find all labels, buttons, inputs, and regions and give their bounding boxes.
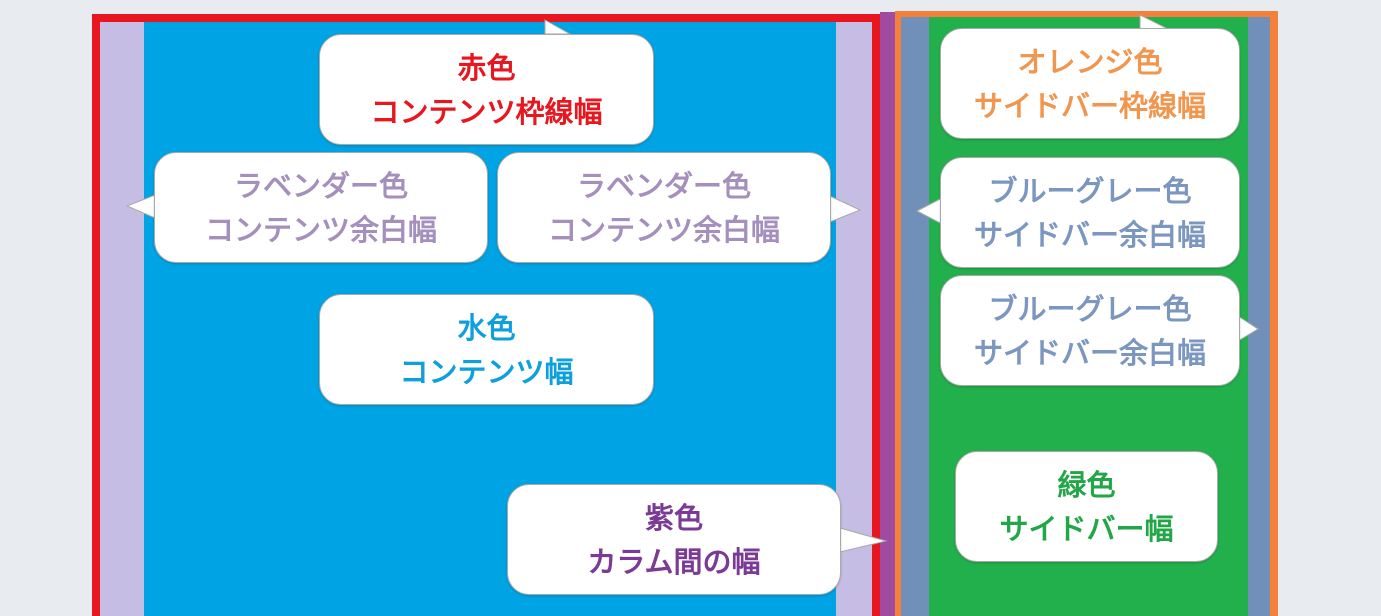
callout-sidebar-width: 緑色 サイドバー幅 [955, 451, 1218, 562]
callout-width-label: コンテンツ枠線幅 [370, 94, 603, 129]
callout-width-label: コンテンツ幅 [399, 354, 574, 389]
callout-width-label: サイドバー幅 [999, 511, 1174, 546]
callout-color-label: ブルーグレー色 [988, 291, 1192, 326]
callout-color-label: オレンジ色 [1017, 44, 1163, 79]
callout-color-label: 水色 [457, 310, 516, 345]
callout-width-label: コンテンツ余白幅 [547, 212, 780, 247]
callout-color-label: ラベンダー色 [576, 168, 751, 203]
callout-sidebar-border: オレンジ色 サイドバー枠線幅 [940, 28, 1240, 139]
callout-content-padding-right: ラベンダー色 コンテンツ余白幅 [497, 152, 831, 263]
callout-width-label: コンテンツ余白幅 [204, 212, 437, 247]
callout-color-label: 赤色 [457, 50, 516, 85]
sidebar-padding-right [1248, 17, 1270, 616]
callout-column-gap: 紫色 カラム間の幅 [507, 484, 841, 595]
callout-width-label: サイドバー余白幅 [973, 335, 1206, 370]
sidebar-padding-left [901, 17, 929, 616]
callout-content-border: 赤色 コンテンツ枠線幅 [319, 34, 654, 145]
content-padding-left [100, 22, 144, 616]
callout-width-label: カラム間の幅 [587, 544, 761, 579]
callout-sidebar-padding-left: ブルーグレー色 サイドバー余白幅 [940, 157, 1240, 268]
column-gap [880, 12, 895, 616]
callout-color-label: ラベンダー色 [233, 168, 408, 203]
callout-width-label: サイドバー余白幅 [973, 217, 1206, 252]
callout-color-label: ブルーグレー色 [988, 173, 1192, 208]
callout-content-width: 水色 コンテンツ幅 [319, 294, 654, 405]
callout-color-label: 緑色 [1057, 467, 1116, 502]
callout-sidebar-padding-right: ブルーグレー色 サイドバー余白幅 [940, 275, 1240, 386]
content-padding-right [836, 22, 872, 616]
callout-content-padding-left: ラベンダー色 コンテンツ余白幅 [154, 152, 488, 263]
callout-width-label: サイドバー枠線幅 [973, 88, 1206, 123]
callout-color-label: 紫色 [644, 500, 703, 535]
